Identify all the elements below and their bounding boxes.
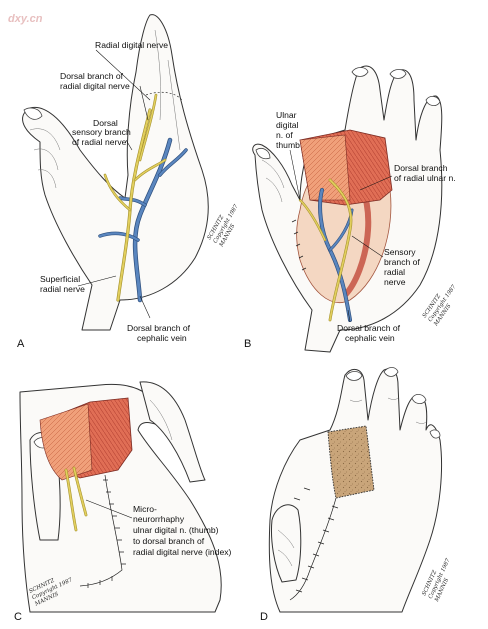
panel-c-suture-line [79, 474, 123, 587]
panel-d-thumb [271, 504, 302, 583]
panel-b-sutures [291, 219, 307, 271]
label-a-cephalic-1: Dorsal branch of [127, 323, 191, 333]
panel-d-skin-graft [327, 425, 375, 499]
label-c-micro-2: neurorrhaphy [133, 514, 185, 524]
label-b-cephalic-2: cephalic vein [345, 333, 395, 343]
label-a-cephalic-2: cephalic vein [137, 333, 187, 343]
panel-a-incision [145, 91, 183, 101]
panel-letter-a: A [17, 338, 25, 350]
panel-b-flap-front [299, 134, 351, 201]
label-b-ulnar-2: digital [276, 120, 299, 130]
panel-a-hand [22, 14, 209, 331]
panel-b-thumb-creases [261, 159, 285, 203]
panel-b-signature: SCHNITZ Copyright 1987 MANNIS [422, 284, 458, 328]
panel-b-nail-index [351, 67, 369, 77]
label-b-ulnar-4: thumb [276, 140, 300, 150]
label-a-dorsal-sensory-2: sensory branch [72, 127, 131, 137]
label-a-dorsal-sensory-1: Dorsal [93, 118, 118, 128]
label-a-radial-digital-nerve: Radial digital nerve [95, 40, 168, 50]
label-b-ulnar-3: n. of [276, 130, 293, 140]
label-b-ulnar-1: Ulnar [276, 110, 297, 120]
panel-a-finger-lines [154, 29, 181, 151]
label-a-dorsal-branch-1: Dorsal branch of [60, 71, 124, 81]
panel-d-nail-index [345, 371, 363, 381]
panel-d-suture-line [289, 497, 337, 601]
panel-b-nail-ring [425, 96, 441, 106]
label-a-superficial-1: Superficial [40, 274, 80, 284]
panel-d-nail-ring [411, 394, 427, 404]
label-c-micro-3: ulnar digital n. (thumb) [133, 525, 219, 535]
panel-b-nail-middle [389, 69, 407, 79]
panel-c-nerves [64, 466, 88, 532]
label-c-micro-4: to dorsal branch of [133, 536, 205, 546]
label-b-sensory-4: nerve [384, 277, 406, 287]
panel-b: Ulnar digital n. of thumb Dorsal branch … [244, 65, 458, 353]
panel-letter-b: B [244, 338, 251, 350]
panel-a-nerves [103, 93, 167, 302]
panel-c: Micro- neurorrhaphy ulnar digital n. (th… [14, 381, 232, 623]
label-b-dorsal-branch-2: of radial ulnar n. [394, 173, 456, 183]
label-b-sensory-3: radial [384, 267, 405, 277]
panel-letter-c: C [14, 611, 22, 623]
panel-d-nail-little [429, 429, 441, 439]
watermark-text: dxy.cn [8, 13, 43, 25]
label-c-micro-1: Micro- [133, 504, 157, 514]
panel-d-signature: SCHNITZ Copyright 1987 MANNIS [421, 557, 451, 603]
label-c-micro-5: radial digital nerve (index) [133, 547, 232, 557]
panel-a-veins [98, 137, 188, 303]
label-b-dorsal-branch-1: Dorsal branch [394, 163, 448, 173]
panel-d: SCHNITZ Copyright 1987 MANNIS D [260, 367, 452, 623]
panel-c-flap-front [39, 403, 93, 481]
panel-letter-d: D [260, 611, 268, 623]
panel-a: Radial digital nerve Dorsal branch of ra… [17, 14, 240, 350]
label-a-dorsal-sensory-3: of radial nerve [72, 137, 127, 147]
panel-a-thumb-nail [23, 107, 43, 120]
label-a-dorsal-branch-2: radial digital nerve [60, 81, 130, 91]
panel-a-thumb-creases [29, 128, 61, 189]
label-b-sensory-2: branch of [384, 257, 420, 267]
panel-b-nerves [298, 178, 353, 322]
panel-b-thumb-nail [255, 148, 271, 160]
panel-d-nail-middle [383, 367, 399, 377]
label-b-cephalic-1: Dorsal branch of [337, 323, 401, 333]
label-b-sensory-1: Sensory [384, 247, 416, 257]
label-a-superficial-2: radial nerve [40, 284, 85, 294]
panel-a-signature: SCHNITZ Copyright 1987 MANNIS [207, 203, 240, 249]
